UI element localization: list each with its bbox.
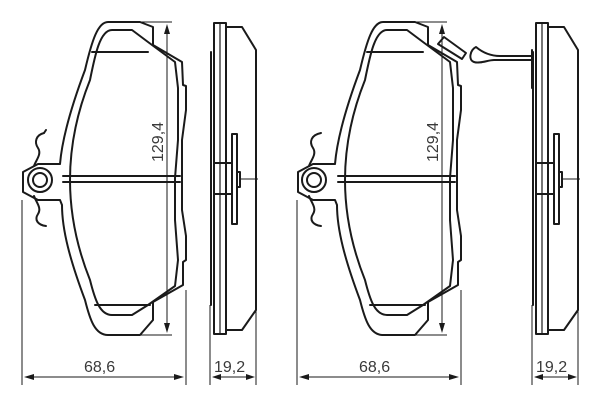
right-pad-side-view: 19,2 [469,22,580,385]
left-pad-side-view: 19,2 [209,22,258,385]
right-pad-height-dimension: 129,4 [425,122,442,162]
left-pad-front-view: 129,4 68,6 [21,21,187,385]
left-pad-height-dimension: 129,4 [150,122,167,162]
left-pad-thickness-dimension: 19,2 [214,359,245,376]
right-pad-front-view: 129,4 68,6 [296,21,467,385]
right-pad-width-dimension: 68,6 [359,359,390,376]
right-pad-thickness-dimension: 19,2 [536,359,567,376]
left-pad-width-dimension: 68,6 [84,359,115,376]
